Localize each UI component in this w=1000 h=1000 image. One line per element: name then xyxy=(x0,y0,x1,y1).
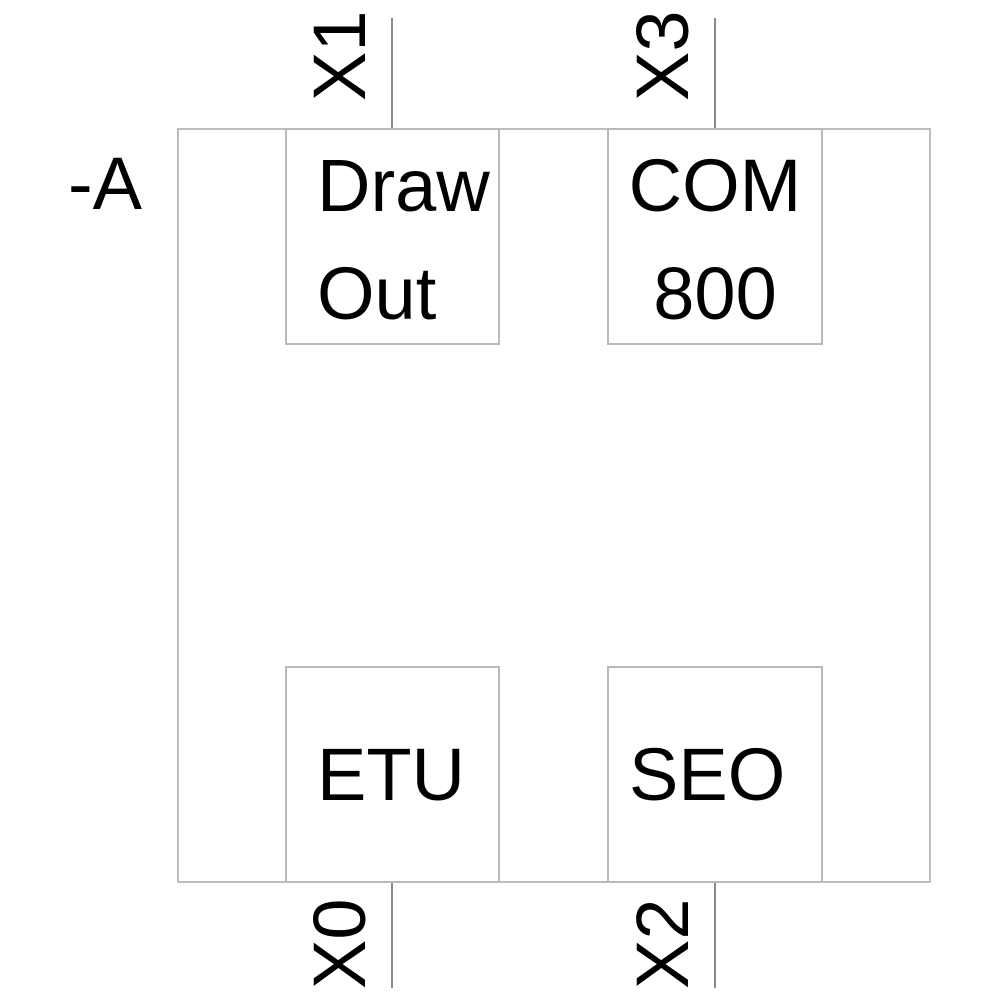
block-etu: ETU xyxy=(285,666,500,883)
block-etu-label: ETU xyxy=(317,732,465,816)
block-draw-out-line1: Draw xyxy=(317,144,490,227)
connector-line-x3 xyxy=(714,18,716,130)
block-com-800: COM 800 xyxy=(607,128,823,345)
block-seo: SEO xyxy=(607,666,823,883)
connector-line-x1 xyxy=(391,18,393,130)
block-draw-out: Draw Out xyxy=(285,128,500,345)
device-tag: -A xyxy=(68,142,142,225)
block-draw-out-line2: Out xyxy=(317,252,437,335)
block-com-800-line2: 800 xyxy=(653,252,777,335)
terminal-label-x3: X3 xyxy=(621,10,704,101)
block-seo-label: SEO xyxy=(629,732,786,816)
connector-line-x0 xyxy=(391,881,393,988)
block-com-800-line1: COM xyxy=(628,144,802,227)
terminal-label-x0: X0 xyxy=(298,898,381,989)
terminal-label-x1: X1 xyxy=(298,10,381,101)
terminal-label-x2: X2 xyxy=(621,898,704,989)
connector-line-x2 xyxy=(714,881,716,988)
